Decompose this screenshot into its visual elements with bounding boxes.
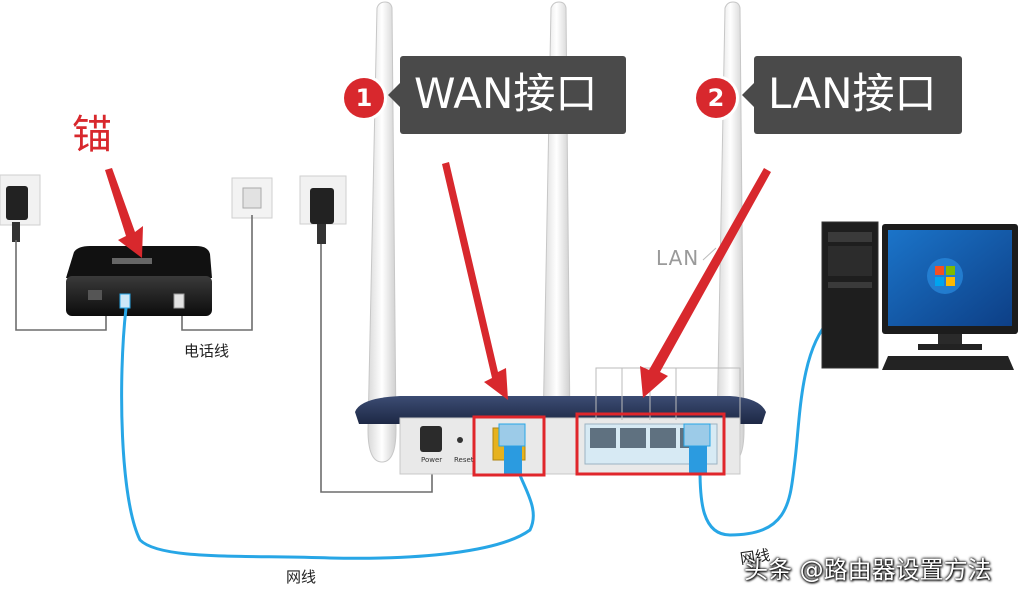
- keyboard: [882, 356, 1014, 370]
- power-port-label: Power: [421, 456, 443, 464]
- callout-badge-wan: 1: [344, 78, 384, 118]
- phone-line-label: 电话线: [184, 342, 230, 360]
- red-arrows: [105, 162, 771, 400]
- lan-ports-highlight: [575, 412, 726, 476]
- wan-port-highlight: [472, 415, 546, 477]
- reset-port-label: Reset: [454, 456, 474, 464]
- wall-power-outlet-left: [0, 174, 41, 242]
- arrow-to-modem: [105, 168, 143, 258]
- desktop-tower: [821, 221, 879, 369]
- modem-device: [66, 246, 212, 316]
- router-lan-print: LAN: [656, 246, 700, 270]
- network-cable-label-bottom: 网线: [286, 568, 317, 586]
- arrow-to-lan: [640, 168, 771, 398]
- wan-cable-plug: [498, 423, 526, 474]
- wall-phone-jack: [231, 177, 273, 219]
- callout-badge-lan: 2: [696, 78, 736, 118]
- watermark: 头条 @路由器设置方法: [744, 556, 992, 584]
- arrow-to-wan: [442, 162, 508, 400]
- network-cables: [120, 307, 832, 560]
- monitor: [882, 224, 1018, 350]
- modem-label: 锚: [72, 112, 112, 158]
- wall-power-outlet-router: [299, 175, 347, 244]
- wan-port-callout: WAN接口: [388, 56, 626, 134]
- lan-port-callout: LAN接口: [742, 56, 962, 134]
- lan-cable-plug: [683, 423, 711, 474]
